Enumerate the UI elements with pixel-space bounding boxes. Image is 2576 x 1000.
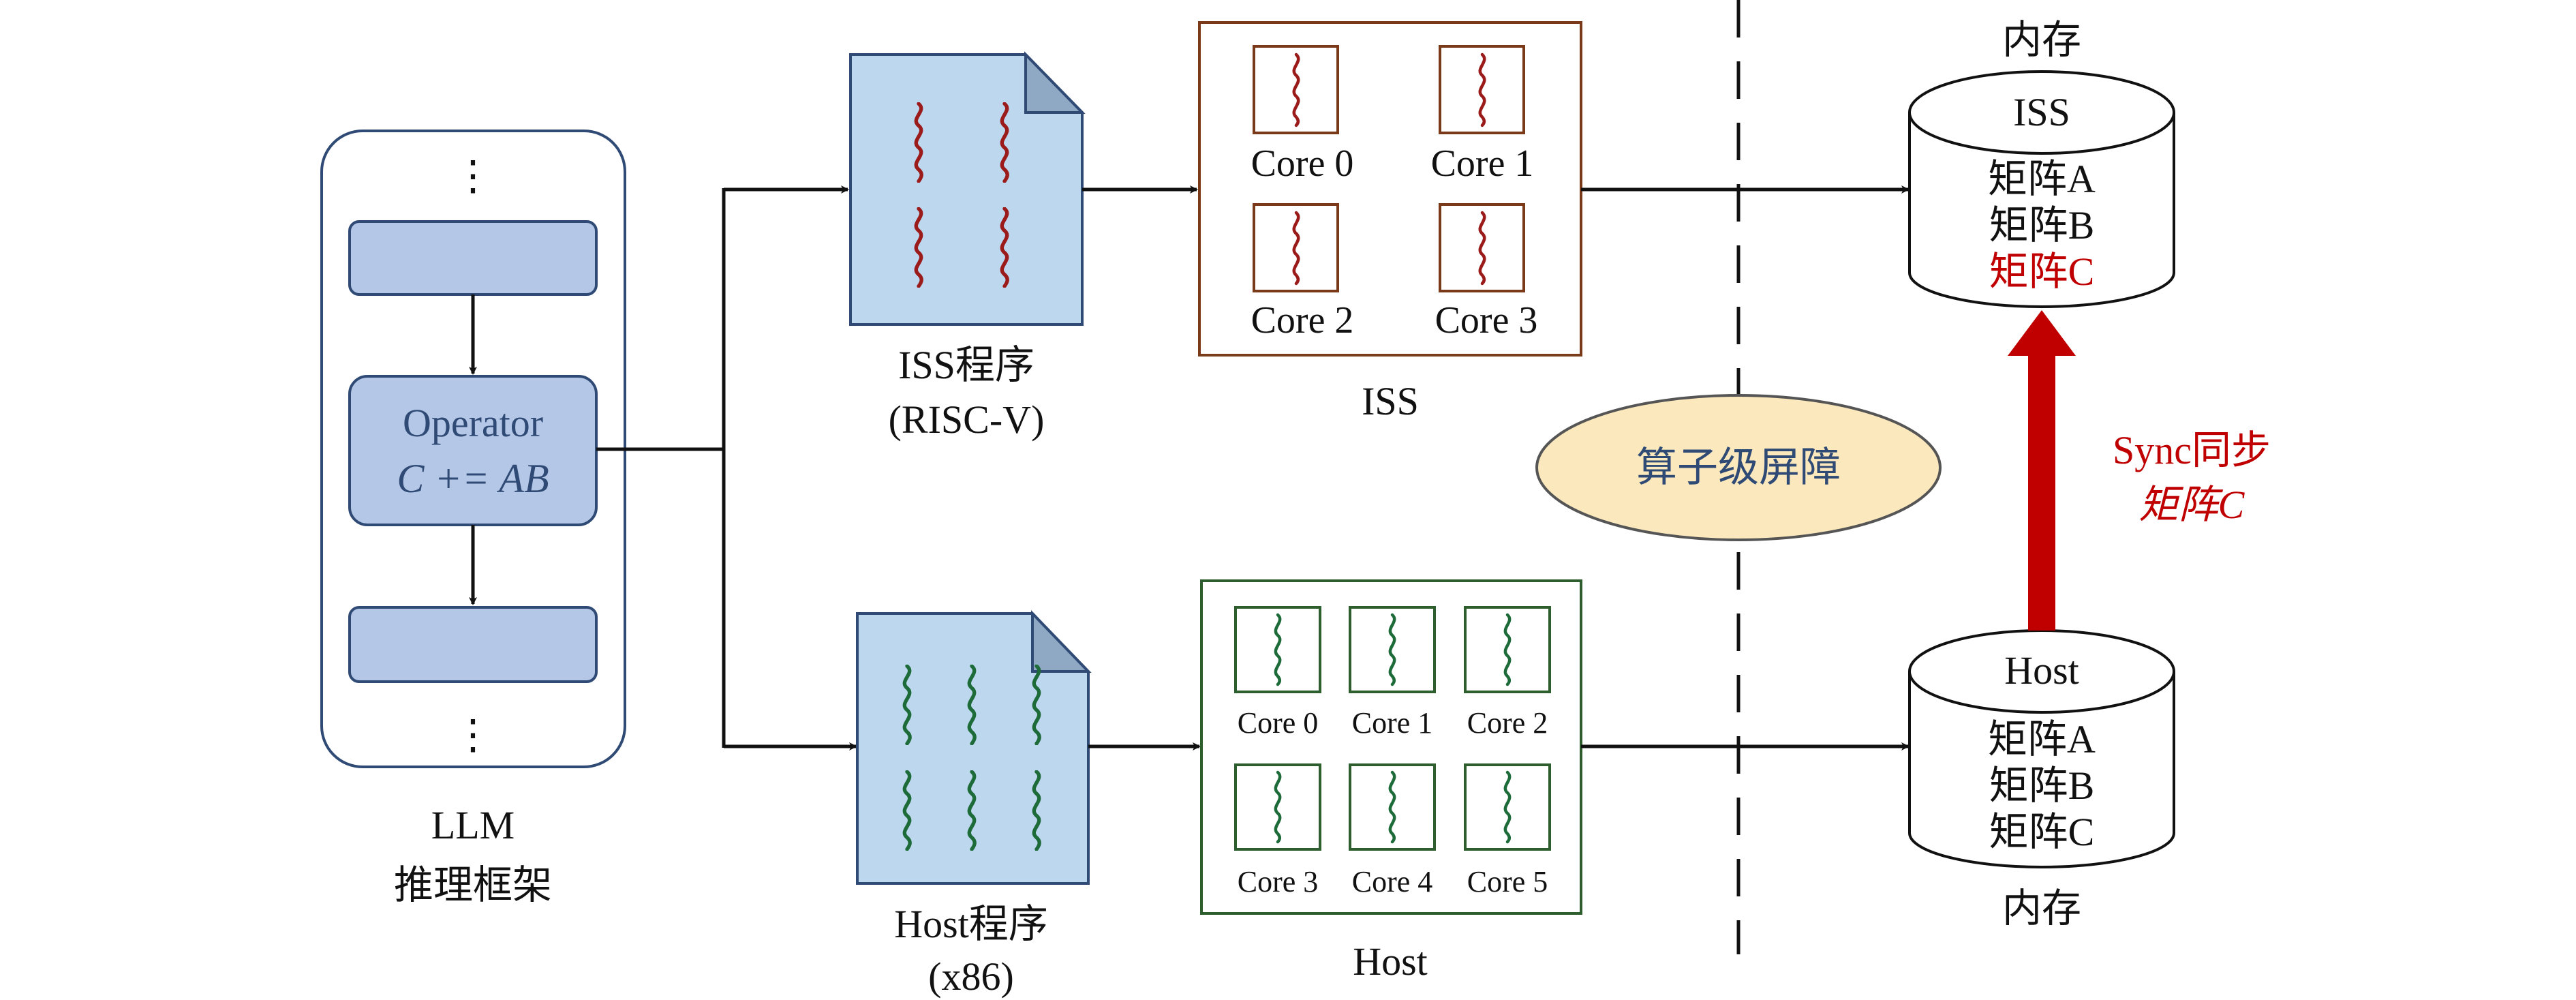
iss-memory: 内存 ISS 矩阵A 矩阵B 矩阵C: [1908, 18, 2175, 308]
host-program-file: Host程序 (x86): [856, 610, 1092, 999]
top-vdots: ⋮: [453, 153, 493, 198]
host-core-box: [1349, 606, 1436, 693]
host-memory-header: Host: [2004, 648, 2079, 693]
iss-program-file: ISS程序 (RISC-V): [849, 51, 1086, 442]
dispatch-connectors: [596, 185, 857, 751]
lower-block: [348, 606, 598, 683]
iss-simulator: Core 0 Core 1 Core 2 Core 3 ISS: [1198, 21, 1582, 423]
barrier-label: 算子级屏障: [1636, 445, 1841, 490]
iss-memory-caption: 内存: [2002, 18, 2081, 62]
framework-caption-line2: 推理框架: [394, 863, 552, 907]
host-program-label: Host程序: [894, 902, 1048, 946]
host-program-isa: (x86): [928, 954, 1014, 999]
host-memory-row: 矩阵B: [1989, 763, 2095, 808]
operator-block: [348, 375, 598, 526]
operator-level-barrier: 算子级屏障: [1535, 394, 1942, 541]
iss-memory-cylinder-top: [1908, 70, 2175, 155]
host-core-box: [1464, 763, 1551, 851]
host-core-label: Core 5: [1467, 865, 1548, 898]
host-memory: Host 矩阵A 矩阵B 矩阵C 内存: [1908, 629, 2175, 930]
iss-file-fold: [1024, 51, 1086, 114]
framework-caption-line1: LLM: [431, 803, 515, 847]
iss-memory-row: 矩阵A: [1988, 157, 2096, 201]
sync-arrow: Sync同步 矩阵C: [2008, 310, 2271, 631]
host-core-label: Core 2: [1467, 706, 1548, 740]
host-core-box: [1234, 763, 1321, 851]
host-file-fold: [1031, 610, 1092, 673]
host-memory-row: 矩阵C: [1989, 810, 2095, 854]
host-memory-cylinder-body: [1908, 671, 2175, 868]
iss-file-page: [849, 53, 1084, 326]
llm-framework: ⋮ Operator C += AB ⋮ LLM 推理框架: [320, 130, 626, 907]
host-core-label: Core 1: [1352, 706, 1433, 740]
sync-matrix-label: 矩阵C: [2139, 483, 2245, 527]
host-core-box: [1349, 763, 1436, 851]
iss-memory-row-synced: 矩阵C: [1989, 249, 2095, 294]
iss-core-box: [1253, 45, 1339, 134]
host-memory-caption: 内存: [2002, 886, 2081, 930]
host-core-label: Core 4: [1352, 865, 1433, 898]
host-title: Host: [1353, 939, 1428, 984]
host-core-box: [1464, 606, 1551, 693]
iss-core-label: Core 1: [1431, 142, 1534, 185]
iss-title: ISS: [1362, 379, 1419, 423]
host-core-label: Core 0: [1238, 706, 1319, 740]
iss-program-label: ISS程序: [898, 343, 1034, 387]
iss-core-label: Core 2: [1251, 299, 1354, 342]
iss-program-isa: (RISC-V): [889, 397, 1045, 442]
sync-arrow-head: [2008, 310, 2076, 356]
host-simulator: Core 0 Core 1 Core 2 Core 3 Core 4 Core …: [1200, 579, 1582, 984]
host-file-page: [856, 612, 1090, 885]
upper-block: [348, 220, 598, 296]
bottom-vdots: ⋮: [453, 712, 493, 757]
iss-core-label: Core 0: [1251, 142, 1354, 185]
host-memory-row: 矩阵A: [1988, 717, 2096, 761]
operator-formula: C += AB: [397, 456, 549, 501]
barrier-ellipse: [1535, 394, 1942, 541]
iss-core-label: Core 3: [1435, 299, 1538, 342]
operator-label: Operator: [403, 401, 543, 445]
iss-memory-header: ISS: [2013, 90, 2070, 134]
sync-arrow-shaft: [2028, 354, 2055, 631]
iss-memory-cylinder-body: [1908, 112, 2175, 308]
host-core-label: Core 3: [1238, 865, 1319, 898]
sync-label: Sync同步: [2113, 428, 2271, 472]
iss-memory-row: 矩阵B: [1989, 203, 2095, 247]
host-core-box: [1234, 606, 1321, 693]
